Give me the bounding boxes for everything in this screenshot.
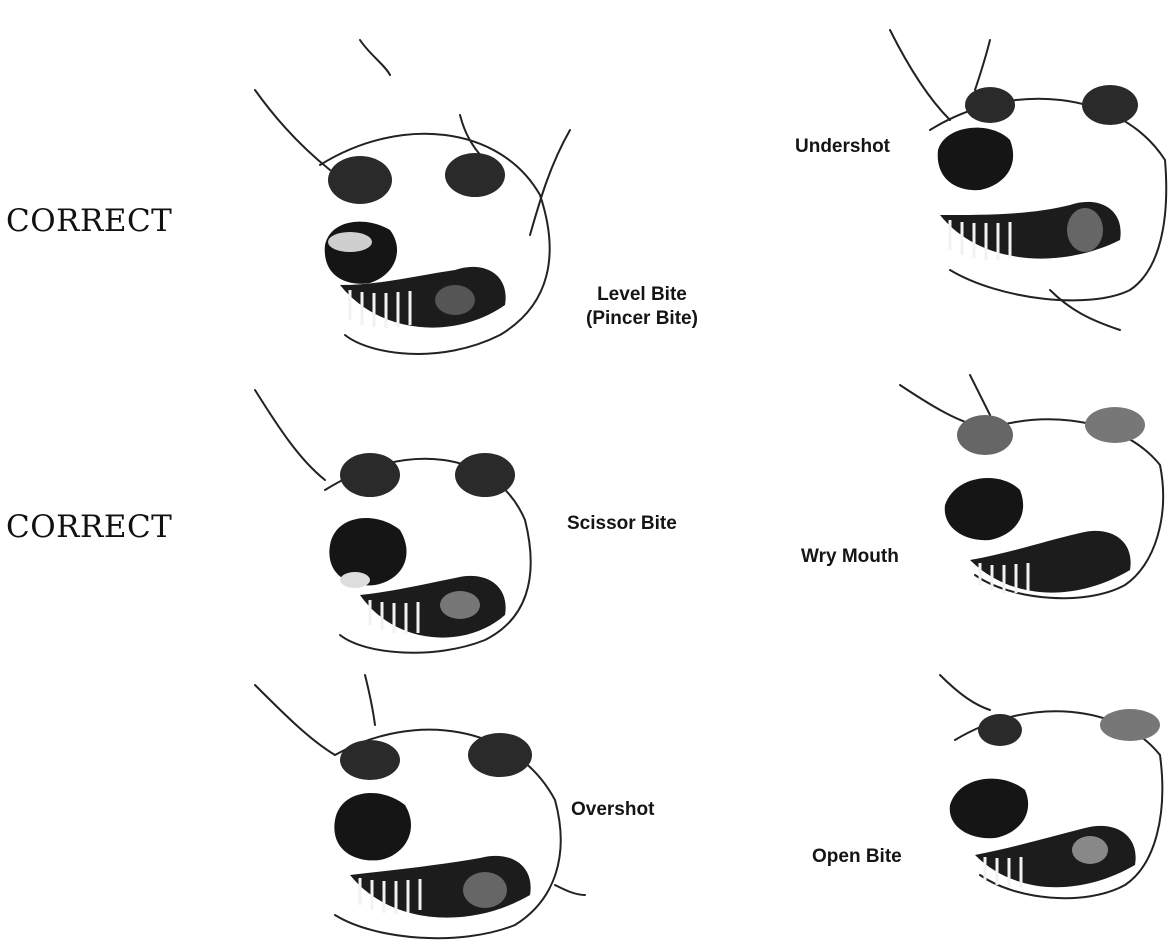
scissor-bite-illustration [255, 380, 555, 670]
correct-label-level-bite: CORRECT [6, 203, 172, 239]
overshot-label: Overshot [571, 798, 654, 822]
level-bite-label-line1: Level Bite [586, 283, 698, 307]
level-bite-illustration [250, 35, 580, 375]
undershot-illustration [890, 20, 1168, 340]
level-bite-label-line2: (Pincer Bite) [586, 307, 698, 331]
scissor-bite-label: Scissor Bite [567, 512, 677, 536]
undershot-label: Undershot [795, 135, 890, 159]
correct-label-scissor-bite: CORRECT [6, 509, 172, 545]
open-bite-label: Open Bite [812, 845, 902, 869]
level-bite-label: Level Bite (Pincer Bite) [586, 283, 698, 331]
wry-mouth-illustration [900, 345, 1168, 625]
open-bite-illustration [920, 625, 1168, 949]
wry-mouth-label: Wry Mouth [801, 545, 899, 569]
overshot-illustration [255, 655, 595, 949]
